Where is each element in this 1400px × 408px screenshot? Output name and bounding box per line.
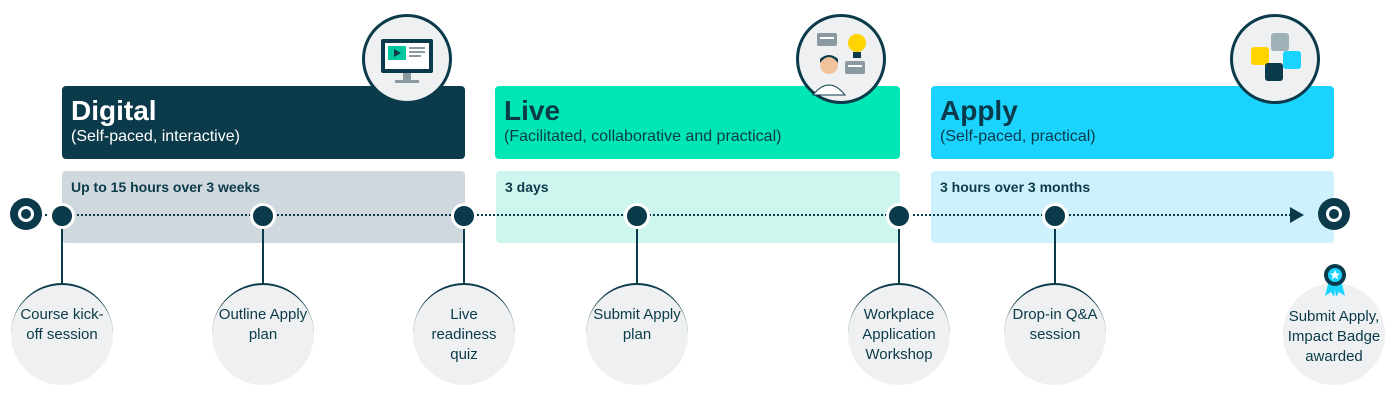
- milestone-workplace-application-workshop: Workplace Application Workshop: [848, 283, 950, 385]
- timeline-arrow-icon: [1290, 207, 1304, 223]
- phase-subtitle-live: (Facilitated, collaborative and practica…: [504, 128, 782, 145]
- milestone-dropin-qa-session: Drop-in Q&A session: [1004, 283, 1106, 385]
- person-idea-icon: [796, 14, 886, 104]
- milestone-node: [250, 203, 276, 229]
- milestone-connector: [898, 229, 900, 284]
- milestone-label: Live readiness quiz: [431, 306, 497, 363]
- timeline-line: [40, 214, 1295, 216]
- milestone-node: [1042, 203, 1068, 229]
- duration-live: 3 days: [505, 179, 549, 195]
- milestone-label: Course kick-off session: [20, 306, 104, 343]
- puzzle-icon: [1230, 14, 1320, 104]
- milestone-outline-apply-plan: Outline Apply plan: [212, 283, 314, 385]
- monitor-video-icon: [362, 14, 452, 104]
- milestone-connector: [636, 229, 638, 284]
- milestone-label: Workplace Application Workshop: [862, 306, 936, 363]
- phase-subtitle-apply: (Self-paced, practical): [940, 128, 1096, 145]
- milestone-label: Submit Apply, Impact Badge awarded: [1287, 308, 1381, 365]
- milestone-label: Submit Apply plan: [593, 306, 681, 343]
- milestone-label: Drop-in Q&A session: [1012, 306, 1098, 343]
- milestone-node: [451, 203, 477, 229]
- milestone-course-kickoff: Course kick-off session: [11, 283, 113, 385]
- milestone-node: [624, 203, 650, 229]
- milestone-node: [886, 203, 912, 229]
- phase-band-apply: 3 hours over 3 months: [931, 171, 1334, 243]
- phase-title-apply: Apply: [940, 95, 1018, 126]
- milestone-connector: [262, 229, 264, 284]
- milestone-connector: [1054, 229, 1056, 284]
- phase-subtitle-digital: (Self-paced, interactive): [71, 128, 240, 145]
- milestone-submit-apply-badge: Submit Apply, Impact Badge awarded: [1283, 283, 1385, 385]
- milestone-connector: [463, 229, 465, 284]
- milestone-node: [49, 203, 75, 229]
- timeline-end-icon: [1318, 198, 1350, 230]
- milestone-submit-apply-plan: Submit Apply plan: [586, 283, 688, 385]
- phase-header-apply: Apply (Self-paced, practical): [931, 86, 1334, 159]
- phase-title-digital: Digital: [71, 95, 157, 126]
- milestone-label: Outline Apply plan: [218, 306, 308, 343]
- award-ribbon-icon: [1324, 264, 1346, 297]
- phase-title-live: Live: [504, 95, 561, 126]
- duration-digital: Up to 15 hours over 3 weeks: [71, 179, 261, 195]
- phase-band-live: 3 days: [496, 171, 900, 243]
- milestone-connector: [61, 229, 63, 284]
- milestone-live-readiness-quiz: Live readiness quiz: [413, 283, 515, 385]
- timeline-start-icon: [10, 198, 42, 230]
- duration-apply: 3 hours over 3 months: [940, 179, 1091, 195]
